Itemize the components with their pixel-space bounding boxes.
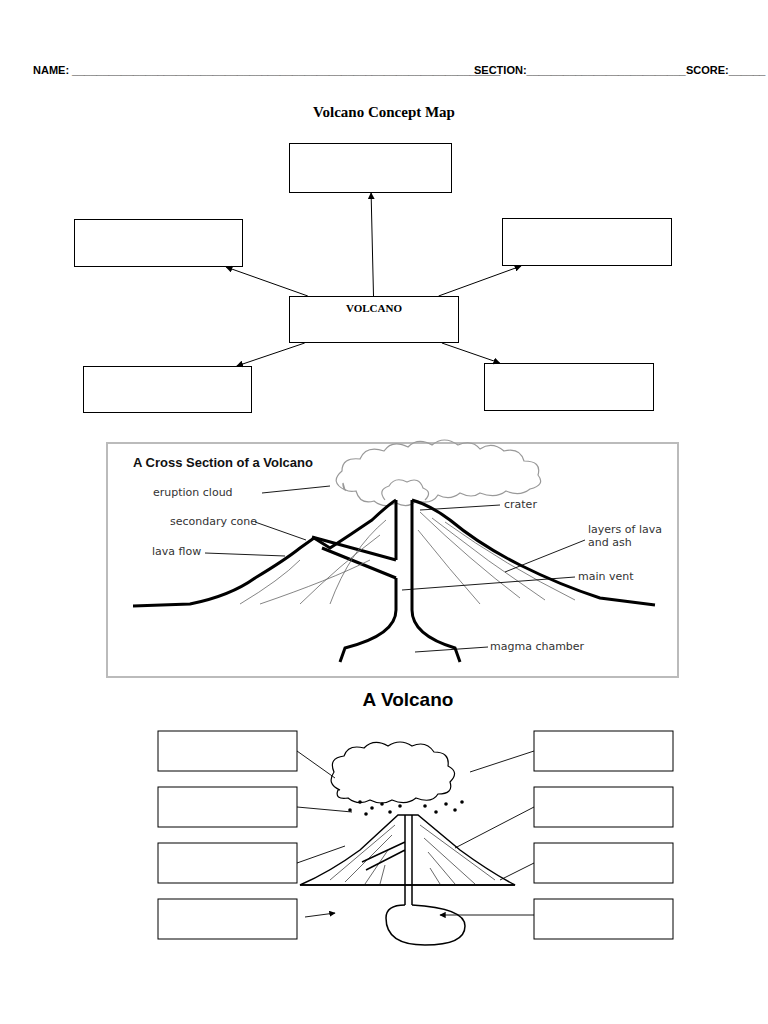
blank-label-box <box>534 899 673 939</box>
part-label: lava flow <box>152 545 201 558</box>
ash-dot <box>348 808 352 812</box>
leader-line <box>205 486 585 652</box>
eruption-cloud <box>336 440 540 506</box>
concept-arrow <box>442 343 500 363</box>
concept-arrow <box>439 266 521 296</box>
blank-label-box <box>158 731 297 771</box>
concept-box <box>74 219 243 267</box>
leader-arrow <box>305 913 335 917</box>
name-field: NAME: __________________________________… <box>33 64 500 77</box>
concept-arrow <box>371 193 373 296</box>
ash-dot <box>364 812 368 816</box>
cone-layers <box>330 825 495 884</box>
figure-title: A Cross Section of a Volcano <box>133 456 313 469</box>
volcano-outline <box>412 500 655 605</box>
main-vent <box>412 500 460 662</box>
part-label: secondary cone <box>170 515 257 528</box>
blank-label-box <box>534 787 673 827</box>
part-label: crater <box>504 498 537 511</box>
blank-label-box <box>534 731 673 771</box>
concept-box: VOLCANO <box>289 296 459 343</box>
blank-label-box <box>158 787 297 827</box>
ash-dot <box>398 804 402 808</box>
node-label: VOLCANO <box>290 297 458 314</box>
main-vent <box>340 500 396 662</box>
blank-label-box <box>534 843 673 883</box>
ash-dot <box>380 802 384 806</box>
score-field: SCORE:______ <box>686 64 766 77</box>
concept-box <box>502 218 672 266</box>
ash-dot <box>423 804 427 808</box>
concept-arrow <box>226 267 308 296</box>
blank-label-box <box>158 899 297 939</box>
ash-cloud <box>331 742 454 803</box>
lava-layers <box>240 512 575 604</box>
part-label: magma chamber <box>490 640 584 653</box>
ash-dot <box>460 800 464 804</box>
ash-dots <box>348 800 464 816</box>
leader-line <box>297 751 534 880</box>
vent <box>362 815 412 905</box>
figure-frame <box>107 443 678 677</box>
ash-dot <box>388 810 392 814</box>
ash-dot <box>434 810 438 814</box>
blank-label-box <box>158 843 297 883</box>
ground-line <box>300 884 515 886</box>
leader-arrow <box>440 915 534 916</box>
concept-box <box>83 366 252 413</box>
volcano-outline <box>133 500 396 606</box>
ash-dot <box>444 802 448 806</box>
page-title: Volcano Concept Map <box>0 104 768 121</box>
ash-dot <box>453 808 457 812</box>
concept-arrow <box>237 343 305 366</box>
volcano-cone <box>300 815 515 885</box>
ash-dot <box>358 800 362 804</box>
part-label: eruption cloud <box>153 486 233 499</box>
cloud-puff <box>382 480 429 500</box>
section-field: SECTION:__________________________ <box>474 64 686 77</box>
secondary-vent <box>312 537 396 578</box>
concept-box <box>484 363 654 411</box>
magma-chamber <box>386 905 465 945</box>
part-label: layers of lava and ash <box>588 523 678 549</box>
section-heading: A Volcano <box>300 688 516 712</box>
concept-box <box>289 143 452 193</box>
ash-dot <box>370 806 374 810</box>
part-label: main vent <box>578 570 634 583</box>
